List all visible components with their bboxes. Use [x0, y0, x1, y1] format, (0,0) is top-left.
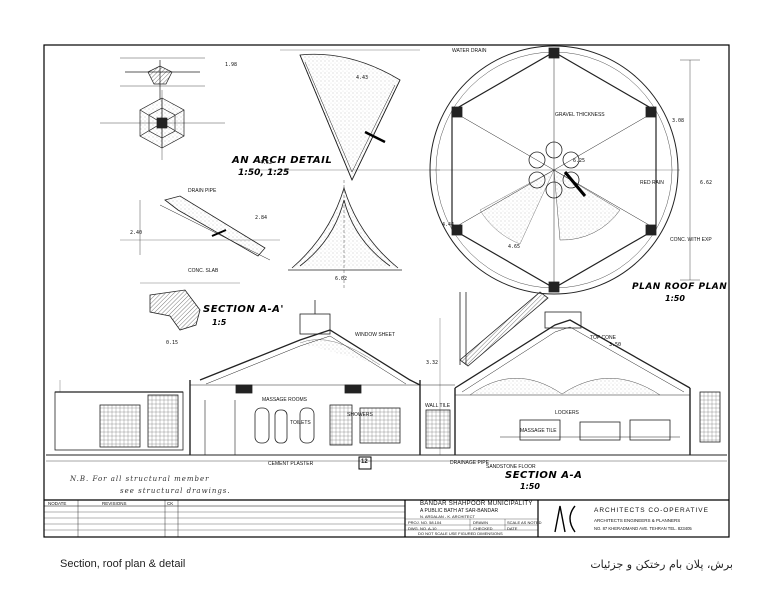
label-toilets: TOILETS — [290, 420, 311, 426]
label-massage-tile: MASSAGE TILE — [520, 428, 557, 434]
dim-9: 3.50 — [609, 342, 622, 348]
tb-do-not-scale: DO NOT SCALE USE FIGURED DIMENSIONS — [418, 531, 503, 536]
label-wall-tile: WALL TILE — [425, 403, 451, 409]
caption-right: برش، پلان بام رختکن و جزئیات — [590, 558, 733, 571]
dim-10: 3.32 — [426, 360, 439, 366]
tb-ck: CK — [167, 501, 174, 506]
main-section — [46, 300, 727, 462]
tb-date: DATE — [507, 525, 518, 531]
label-conc-slab: CONC. SLAB — [188, 268, 219, 274]
inclined-slab-detail — [120, 195, 280, 261]
tb-firm-sub: ARCHITECTS ENGINEERS & PLANNERS — [594, 518, 681, 523]
small-section-scale: 1:5 — [212, 318, 227, 327]
arch-detail-title: AN ARCH DETAIL — [232, 155, 333, 166]
small-section-title: SECTION A-A' — [203, 304, 284, 315]
tb-checked: CHECKED — [473, 525, 493, 531]
title-block-lines — [44, 499, 729, 537]
dim-8: 6.25 — [573, 158, 586, 164]
label-showers: SHOWERS — [347, 412, 373, 418]
main-section-title: SECTION A-A — [505, 470, 583, 481]
roof-plan-scale: 1:50 — [665, 294, 685, 303]
label-drainage-pipe: DRAINAGE PIPE — [450, 460, 489, 466]
label-drain-pipe: DRAIN PIPE — [188, 188, 217, 194]
tb-project-line2: A PUBLIC BATH AT SAR-BANDAR — [420, 508, 499, 514]
dim-2: 2.40 — [130, 230, 143, 236]
stamp-box — [358, 456, 372, 470]
label-massage-rooms: MASSAGE ROOMS — [262, 397, 308, 403]
label-gravel-thickness: GRAVEL THICKNESS — [555, 112, 605, 118]
main-section-scale: 1:50 — [520, 482, 540, 491]
tb-drawn: DRAWN — [473, 520, 488, 525]
tb-firm-name: ARCHITECTS CO-OPERATIVE — [594, 507, 709, 514]
label-top-cone: TOP CONE — [590, 335, 616, 341]
roof-plan-title: PLAN ROOF PLAN — [632, 282, 728, 292]
dim-11: 0.15 — [166, 340, 179, 346]
caption-left: Section, roof plan & detail — [60, 558, 186, 570]
tb-scale: SCALE AS NOTED — [507, 520, 542, 525]
label-cement-plaster: CEMENT PLASTER — [268, 461, 314, 467]
dim-13: 3.08 — [672, 118, 685, 124]
tb-revisions: REVISIONS — [102, 501, 127, 506]
tb-firm-addr: NO. 87 KHERADMAND AVE. TEHRAN TEL. 82340… — [594, 526, 692, 531]
tb-nodate: NODATE — [48, 501, 67, 506]
sheet-border — [43, 44, 730, 538]
small-section-profile — [140, 282, 240, 331]
hexagon-detail — [100, 90, 225, 160]
dim-4: 6.62 — [700, 180, 713, 186]
label-water-drain: WATER DRAIN — [452, 48, 487, 54]
triangle-arch-detail — [288, 180, 402, 290]
label-conc-with-exp: CONC. WITH EXP — [670, 237, 712, 243]
structural-note-line1: N.B. For all structural member — [70, 475, 210, 483]
dim-3: 6.02 — [335, 276, 348, 282]
firm-logo — [554, 505, 576, 533]
label-lockers: LOCKERS — [555, 410, 579, 416]
tb-architect: N. ARDALAN - K. ARCHITECT — [420, 514, 475, 519]
label-red-rain: RED RAIN — [640, 180, 664, 186]
dim-5: 1.98 — [225, 62, 238, 68]
stamp-number: 12 — [361, 459, 368, 465]
dim-7: 4.65 — [508, 244, 521, 250]
dim-1: 4.43 — [356, 75, 369, 81]
label-window-sheet: WINDOW SHEET — [355, 332, 395, 338]
tb-dwg-no: DWG. NO. A-10 — [408, 525, 437, 531]
tb-proj-no: PROJ. NO. 58.104 — [408, 520, 442, 525]
dim-14: 4.52 — [260, 160, 273, 166]
dim-12: 4.44 — [442, 222, 455, 228]
column-head-detail — [120, 57, 205, 100]
roof-plan — [429, 45, 700, 295]
dim-6: 2.84 — [255, 215, 268, 221]
roof-gutter — [459, 291, 549, 367]
arch-detail-scale: 1:50, 1:25 — [238, 168, 290, 178]
tb-project-line1: BANDAR SHAHPOOR MUNICIPALITY — [420, 501, 533, 507]
label-sandstone-floor: SANDSTONE FLOOR — [486, 464, 536, 470]
arch-sector-detail — [260, 49, 440, 181]
structural-note-line2: see structural drawings. — [120, 487, 231, 495]
